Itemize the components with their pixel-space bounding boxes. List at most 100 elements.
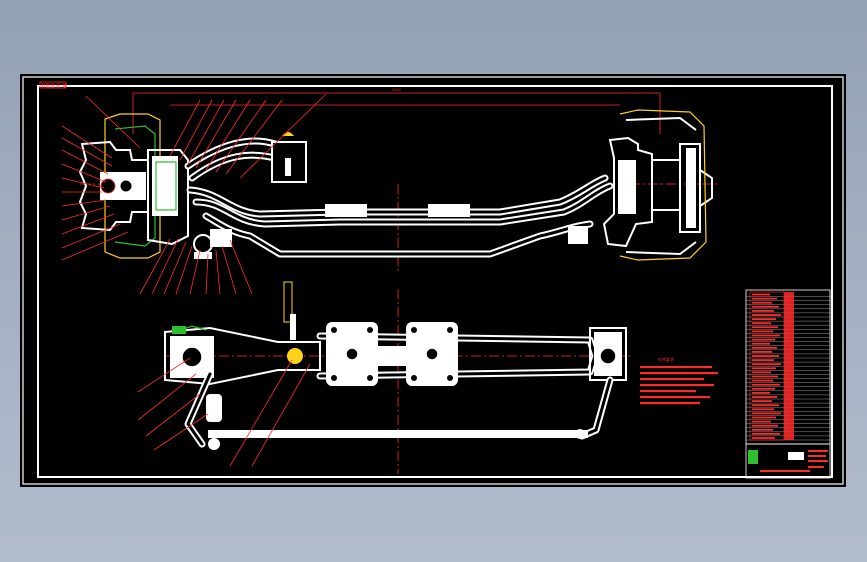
axle-beam-mid-inner: [194, 184, 612, 226]
right-beam-end: [589, 327, 627, 381]
parts-list-entry: [752, 301, 772, 304]
axle-beam-upper: [186, 174, 609, 218]
title-block-name-cell: [788, 452, 804, 460]
parts-list-entry: [752, 355, 779, 357]
parts-list-entry: [752, 363, 781, 366]
left-tie-rod-ball: [208, 438, 220, 450]
parts-list-entry: [752, 314, 781, 316]
parts-list-qty-column: [784, 292, 794, 440]
technical-requirements: 技术要求: [640, 356, 718, 405]
parts-list-entry: [752, 428, 773, 431]
left-beam-end: [164, 326, 321, 386]
drag-link-stud: [285, 158, 291, 176]
right-spring-pad[interactable]: [406, 322, 458, 386]
left-kingpin-plan: [181, 346, 203, 368]
right-hub[interactable]: [602, 109, 713, 261]
parts-list-entry: [752, 387, 775, 390]
parts-list-entry: [752, 392, 770, 394]
parts-list-table[interactable]: [745, 289, 831, 445]
parts-list-entry: [752, 400, 772, 402]
parts-list-entry: [752, 383, 780, 386]
parts-list-entry: [752, 326, 778, 329]
parts-list-entry: [752, 322, 771, 325]
steering-arm-plan: [290, 314, 296, 340]
parts-list-entry: [752, 318, 776, 320]
parts-list-entry: [752, 412, 781, 415]
left-knuckle: [147, 149, 189, 246]
outer-border: [22, 76, 844, 485]
title-block[interactable]: [745, 443, 831, 479]
left-drum-section: [114, 125, 156, 247]
pitman-shaft-outline: [283, 281, 293, 323]
right-tie-rod-end: [568, 226, 588, 244]
parts-list-entry: [752, 371, 771, 374]
cad-drawing-viewport[interactable]: 装配图 前 轴 2000: [20, 74, 846, 487]
left-kingpin-section: [155, 161, 177, 211]
axle-front-view[interactable]: 2000: [61, 87, 720, 323]
right-tie-rod-ball: [575, 429, 585, 439]
left-center-bolt: [345, 347, 359, 361]
parts-list-entry: [752, 297, 777, 300]
parts-list-entry: [752, 359, 774, 361]
left-lower-arm-end: [194, 252, 212, 259]
left-grease-fitting: [172, 326, 186, 334]
left-bearing: [100, 178, 116, 194]
parts-list-entry: [752, 346, 777, 349]
parts-list-entry: [752, 330, 773, 333]
right-spring-seat: [428, 204, 470, 217]
right-brake-drum-outline: [619, 109, 707, 261]
spring-pad-bridge: [378, 346, 406, 366]
title-block-frame: [745, 443, 831, 479]
steering-arm-ball-plan: [287, 348, 303, 364]
left-brake-drum-outline: [104, 113, 161, 259]
tie-rod: [208, 430, 588, 438]
parts-list-entry: [752, 338, 775, 341]
right-drum-shoe: [625, 116, 697, 256]
parts-list-entry: [752, 351, 772, 353]
right-hub-cap: [699, 169, 713, 207]
right-kingpin-boss: [618, 160, 636, 214]
left-tie-rod-end: [210, 229, 232, 247]
title-block-logo: [748, 450, 758, 464]
parts-list-entry: [752, 420, 771, 423]
left-spring-pad[interactable]: [326, 322, 378, 386]
axle-beam-upper-inner: [188, 176, 607, 216]
parts-list-entry: [752, 437, 775, 439]
parts-list-entry: [752, 408, 774, 411]
assembly-drawing[interactable]: 装配图 前 轴 2000: [20, 74, 846, 487]
parts-list-entry: [752, 424, 778, 427]
parts-list-entry: [752, 367, 776, 370]
title-tag: 装配图 前 轴: [41, 82, 67, 89]
left-hub-nut: [119, 179, 133, 193]
drag-link-ball[interactable]: [271, 132, 307, 183]
right-knuckle: [602, 136, 653, 248]
left-tie-rod-clamp: [206, 394, 222, 422]
overall-dimension-value: 2000: [392, 87, 402, 92]
parts-list-entry: [752, 342, 770, 345]
drag-link-cap: [282, 132, 294, 136]
title-tag-box: [39, 81, 67, 89]
axle-plan-view[interactable]: [137, 289, 630, 474]
balloon-leaders-left: [61, 93, 327, 295]
left-hub[interactable]: [78, 140, 213, 259]
left-lower-ball: [193, 234, 213, 254]
parts-list-entry: [752, 310, 774, 312]
parts-list-entry: [752, 305, 779, 308]
parts-list-entry: [752, 379, 773, 382]
right-kingpin-plan: [599, 347, 617, 365]
steering-arm-2-inner: [190, 153, 277, 180]
parts-list-entry: [752, 293, 770, 296]
right-center-bolt: [425, 347, 439, 361]
balloon-leaders-bottom: [137, 357, 311, 467]
right-spindle: [651, 159, 681, 211]
parts-list-entry: [752, 404, 779, 407]
parts-list-entry: [752, 396, 777, 398]
parts-list-entry: [752, 416, 776, 419]
inner-border: [37, 85, 833, 478]
parts-list-entry: [752, 334, 780, 337]
right-hub-flange: [679, 143, 701, 233]
left-steering-knuckle-arm-inner: [186, 372, 212, 446]
right-hub-flange-fill: [686, 148, 696, 228]
tech-requirements-heading: 技术要求: [658, 356, 674, 362]
left-spring-seat: [325, 204, 367, 217]
